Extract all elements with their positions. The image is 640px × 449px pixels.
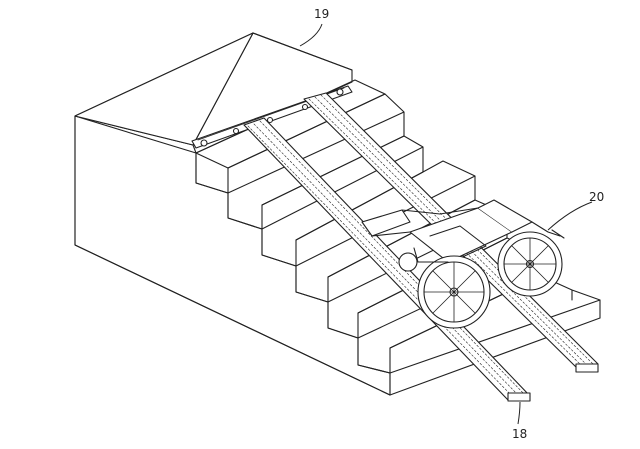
- reference-numeral-19: 19: [314, 7, 330, 21]
- leader-line-18: [517, 401, 521, 425]
- leader-line-19: [299, 23, 323, 47]
- wheelchair-footrest: [361, 209, 411, 237]
- step-3: [261, 135, 424, 267]
- wheelchair-caster: [398, 252, 418, 272]
- wheelchair-armrest: [429, 225, 487, 261]
- reference-numeral-20: 20: [589, 190, 605, 204]
- step-2: [227, 93, 405, 230]
- leader-line-20: [547, 201, 593, 231]
- wheelchair-backrest: [477, 199, 533, 233]
- wheelchair-handle: [531, 221, 565, 239]
- ramp-left-track: [243, 117, 531, 402]
- staircase-bottom-edge: [74, 244, 391, 396]
- staircase-top-back-edge: [252, 32, 353, 71]
- staircase-back-face: [74, 32, 254, 146]
- step-7: [389, 275, 601, 396]
- wheelchair: [361, 199, 565, 329]
- staircase-left-side-face: [74, 115, 391, 396]
- reference-numeral-18: 18: [512, 427, 528, 441]
